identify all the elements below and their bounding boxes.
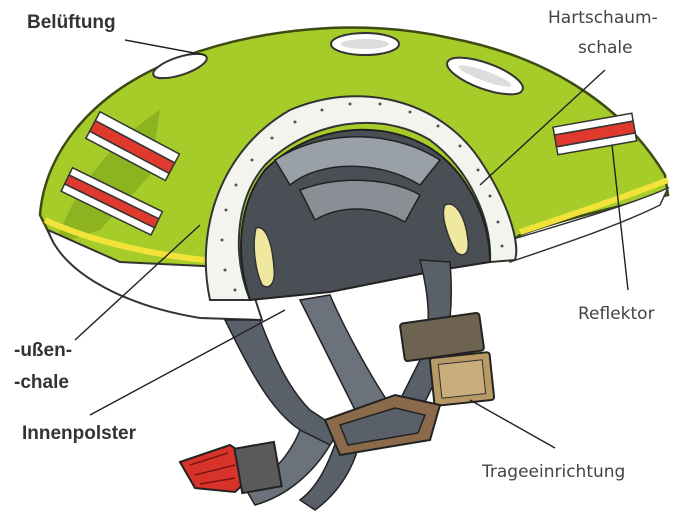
label-aussen-line1: -ußen- — [14, 340, 72, 362]
label-trageeinrichtung: Trageeinrichtung — [482, 462, 625, 482]
label-hartschaum-line1: Hartschaum- — [548, 8, 658, 28]
label-aussen-line2: -chale — [14, 372, 69, 394]
label-belueftung: Belüftung — [27, 12, 116, 34]
label-reflektor: Reflektor — [578, 304, 655, 324]
label-innenpolster: Innenpolster — [22, 423, 136, 445]
red-buckle-clip — [180, 442, 282, 493]
label-hartschaum-line2: schale — [578, 38, 633, 58]
